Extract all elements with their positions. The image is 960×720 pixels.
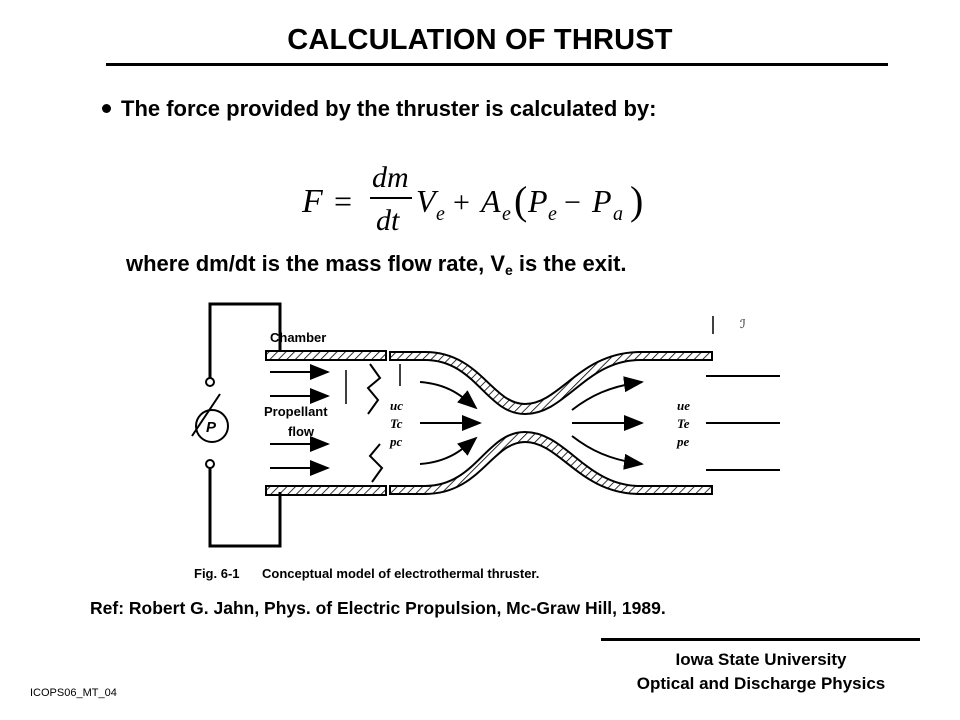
bullet-point: The force provided by the thruster is ca… [102,96,656,122]
flow-label: flow [288,424,315,439]
formula-rparen: ) [630,178,643,223]
slide-id: ICOPS06_MT_04 [30,687,117,699]
power-source-label: P [206,419,217,436]
nozzle-wall-bottom [389,430,713,495]
circuit-wire [208,302,282,378]
formula-dt: dt [376,204,400,237]
diverge-arrow-3 [571,435,644,470]
formula-v-sub: e [436,203,445,225]
formula-pa-sub: a [613,203,623,225]
exit-temperature-label: Te [677,416,690,431]
fraction-bar [370,197,412,199]
where-clause: where dm/dt is the mass flow rate, Ve is… [126,251,627,278]
switch-contact-top [205,377,215,387]
where-subscript: e [505,262,513,278]
formula-a: A [479,183,501,219]
power-source-circle [195,409,229,443]
nozzle-wall-top [389,351,713,416]
arc-discharge-bottom [368,443,384,483]
where-text-end: is the exit. [512,251,627,276]
slide-title: CALCULATION OF THRUST [287,24,673,56]
formula-plus: + [453,186,470,219]
circuit-wire-bottom [208,468,282,548]
formula-lparen: ( [514,178,527,223]
converge-arrow-1 [419,381,478,410]
footer-rule [601,638,920,641]
affiliation-lab: Optical and Discharge Physics [636,674,886,693]
thrust-formula: F = dm dt V e + A e ( P e − P a ) [301,161,643,237]
exit-velocity-label: ue [677,398,690,413]
figure-caption-number: Fig. 6-1 [194,566,240,581]
arc-discharge-top [366,363,382,415]
chamber-velocity-label: uc [390,398,403,413]
bullet-text: The force provided by the thruster is ca… [121,96,657,121]
formula-pa: P [591,183,612,219]
converge-arrow-3 [419,436,478,465]
chamber-wall-bottom [265,485,387,496]
exit-pressure-label: pe [676,434,690,449]
title-underline [106,63,888,66]
where-text: where dm/dt is the mass flow rate, V [126,251,505,276]
formula-pe-sub: e [548,203,557,225]
switch-contact-bottom [205,459,215,469]
formula-pe: P [527,183,548,219]
chamber-pressure-label: pc [389,434,403,449]
chamber-temperature-label: Tc [390,416,403,431]
diverge-arrow-1 [571,376,644,411]
formula-v: V [416,183,439,219]
figure-caption-text: Conceptual model of electrothermal thrus… [262,566,539,581]
propellant-label: Propellant [264,404,328,419]
chamber-label: Chamber [270,330,326,345]
formula-f: F [301,183,324,220]
formula-minus: − [564,186,581,219]
reference-text: Ref: Robert G. Jahn, Phys. of Electric P… [90,598,666,618]
stray-glyph: ℐ [740,317,746,331]
formula-a-sub: e [502,203,511,225]
formula-equals: = [334,183,352,219]
chamber-wall-top [265,350,387,361]
bullet-dot [102,103,111,113]
thruster-diagram: P ℐ Chamber Propellant flow uc Tc pc ue … [191,302,780,581]
affiliation-university: Iowa State University [675,650,847,669]
formula-dm: dm [372,161,409,194]
